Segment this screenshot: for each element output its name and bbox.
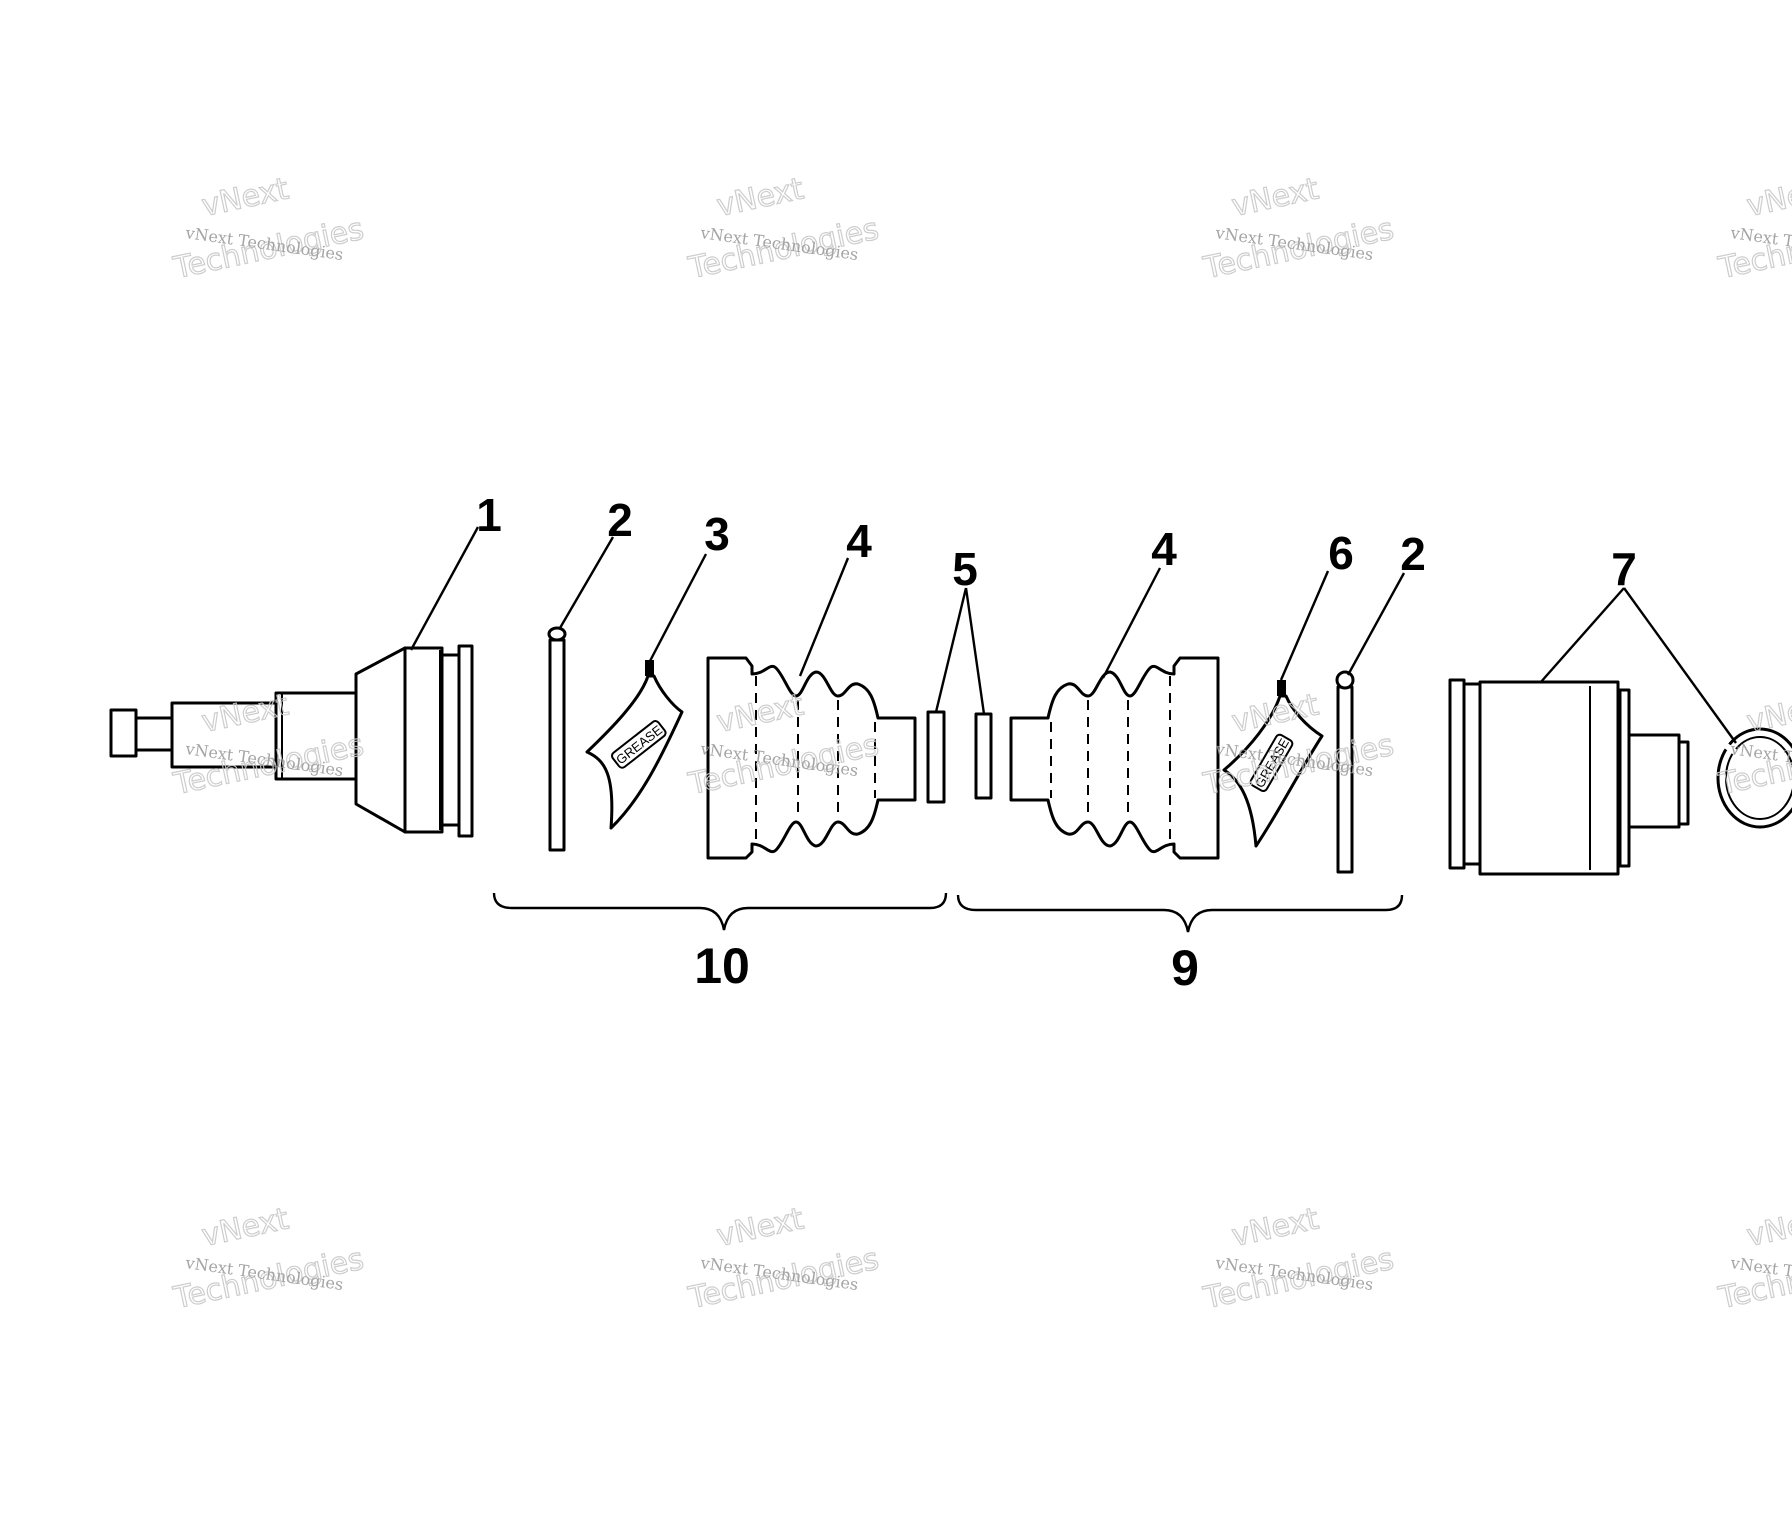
cv-joint-inner-part xyxy=(1448,678,1792,876)
svg-text:vNext: vNext xyxy=(1229,1201,1322,1254)
cv-boot-right xyxy=(1009,656,1220,860)
callout-5: 5 xyxy=(952,543,978,595)
callout-6: 6 xyxy=(1328,527,1354,579)
callout-1: 1 xyxy=(476,489,502,541)
callout-2-right: 2 xyxy=(1400,528,1426,580)
grease-packet-right: GREASE xyxy=(1222,680,1324,848)
callout-3: 3 xyxy=(704,508,730,560)
leader-lines xyxy=(409,526,1737,744)
svg-text:vNext: vNext xyxy=(1744,687,1792,740)
group-bracket-10 xyxy=(492,892,948,931)
svg-text:vNext: vNext xyxy=(199,1201,292,1254)
cv-boot-left xyxy=(706,656,917,860)
small-clamp-pair xyxy=(926,710,993,804)
callout-4-right: 4 xyxy=(1151,523,1177,575)
clamp-band-left xyxy=(547,626,567,852)
svg-text:vNext: vNext xyxy=(1744,1201,1792,1254)
group-label-10: 10 xyxy=(694,938,750,994)
cv-joint-outer-part xyxy=(109,644,474,838)
group-bracket-9 xyxy=(956,894,1404,933)
svg-text:vNext: vNext xyxy=(1744,171,1792,224)
svg-text:vNext: vNext xyxy=(714,171,807,224)
callout-4-left: 4 xyxy=(846,515,872,567)
callout-7: 7 xyxy=(1611,543,1637,595)
svg-text:vNext: vNext xyxy=(1229,171,1322,224)
clamp-band-right xyxy=(1335,670,1355,874)
group-label-9: 9 xyxy=(1171,940,1199,996)
svg-text:vNext: vNext xyxy=(199,171,292,224)
callout-2-left: 2 xyxy=(607,494,633,546)
svg-text:vNext: vNext xyxy=(714,1201,807,1254)
grease-packet-left: GREASE xyxy=(585,660,684,830)
